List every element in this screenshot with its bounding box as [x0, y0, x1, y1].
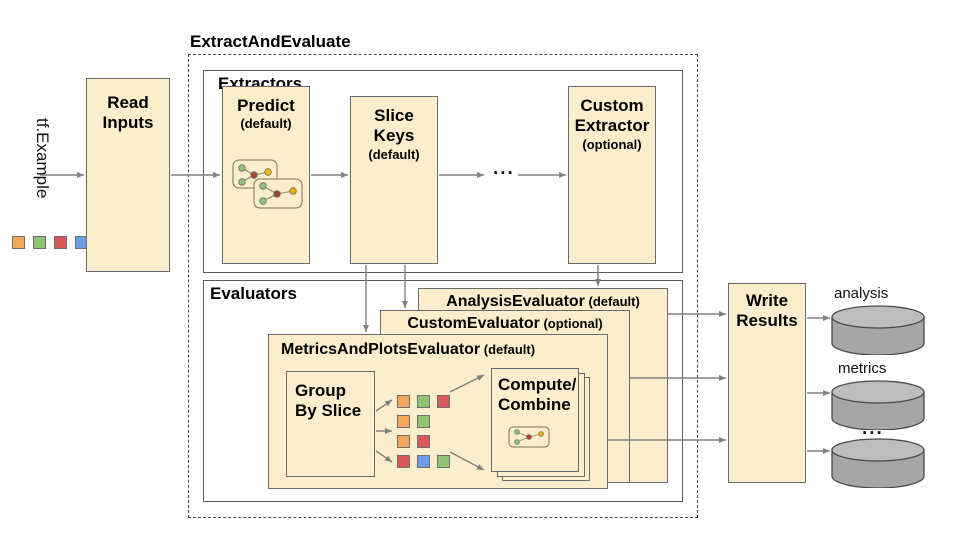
compute-combine-line2: Combine: [498, 395, 571, 414]
analysis-evaluator-name: AnalysisEvaluator: [446, 293, 585, 310]
predict-qualifier: (default): [240, 116, 292, 131]
analysis-evaluator-qualifier: (default): [588, 294, 640, 309]
read-inputs-label-line2: Inputs: [102, 113, 154, 132]
extract-and-evaluate-title: ExtractAndEvaluate: [190, 32, 351, 51]
custom-evaluator-name: CustomEvaluator: [407, 315, 540, 332]
slice-swatch: [417, 395, 430, 408]
input-label-tf-example: tf.Example: [33, 118, 52, 199]
slice-keys-name-line1: Slice: [374, 106, 414, 125]
slice-swatch: [397, 455, 410, 468]
metrics-evaluator-name: MetricsAndPlotsEvaluator: [281, 341, 481, 358]
node-compute-combine[interactable]: Compute/ Combine: [491, 368, 579, 472]
custom-extractor-name-line1: Custom: [580, 96, 644, 115]
swatch-green: [33, 236, 46, 249]
container-extract-and-evaluate: [188, 54, 698, 518]
node-predict[interactable]: Predict (default): [222, 86, 310, 264]
slice-keys-name-line2: Keys: [373, 126, 415, 145]
node-metrics-and-plots-evaluator[interactable]: MetricsAndPlotsEvaluator (default) Group…: [268, 334, 608, 489]
slice-swatch: [417, 435, 430, 448]
slice-swatch: [437, 395, 450, 408]
datastore-other[interactable]: [830, 438, 926, 493]
write-results-line1: Write: [745, 291, 789, 310]
read-inputs-label-line1: Read: [107, 93, 149, 112]
output-label-analysis: analysis: [834, 285, 889, 302]
compute-combine-line1: Compute/: [498, 375, 577, 394]
swatch-red: [54, 236, 67, 249]
slice-swatch: [417, 455, 430, 468]
custom-extractor-name-line2: Extractor: [574, 116, 650, 135]
custom-evaluator-qualifier: (optional): [543, 316, 603, 331]
node-group-by-slice[interactable]: Group By Slice: [286, 371, 375, 477]
slice-swatch: [397, 435, 410, 448]
metrics-evaluator-qualifier: (default): [483, 342, 536, 357]
group-by-slice-line2: By Slice: [295, 401, 362, 420]
node-slice-keys[interactable]: Slice Keys (default): [350, 96, 438, 264]
node-read-inputs[interactable]: Read Inputs: [86, 78, 170, 272]
graph-icon: [232, 159, 303, 209]
node-custom-extractor[interactable]: Custom Extractor (optional): [568, 86, 656, 264]
datastore-analysis[interactable]: [830, 305, 926, 360]
extractors-ellipsis: ...: [493, 158, 515, 179]
output-label-ellipsis: ...: [862, 418, 884, 439]
slice-swatch: [437, 455, 450, 468]
swatch-orange: [12, 236, 25, 249]
group-by-slice-line1: Group: [295, 381, 346, 400]
predict-name: Predict: [237, 96, 295, 115]
custom-extractor-qualifier: (optional): [582, 137, 642, 152]
datastore-metrics[interactable]: [830, 380, 926, 435]
evaluators-title: Evaluators: [210, 284, 297, 303]
graph-icon: [508, 426, 550, 448]
node-write-results[interactable]: Write Results: [728, 283, 806, 483]
slice-swatch: [397, 395, 410, 408]
container-evaluators: [203, 280, 683, 502]
container-extractors: [203, 70, 683, 273]
slice-keys-qualifier: (default): [368, 147, 420, 162]
slice-swatch: [397, 415, 410, 428]
output-label-metrics: metrics: [838, 360, 887, 377]
slice-swatch: [417, 415, 430, 428]
write-results-line2: Results: [736, 311, 798, 330]
